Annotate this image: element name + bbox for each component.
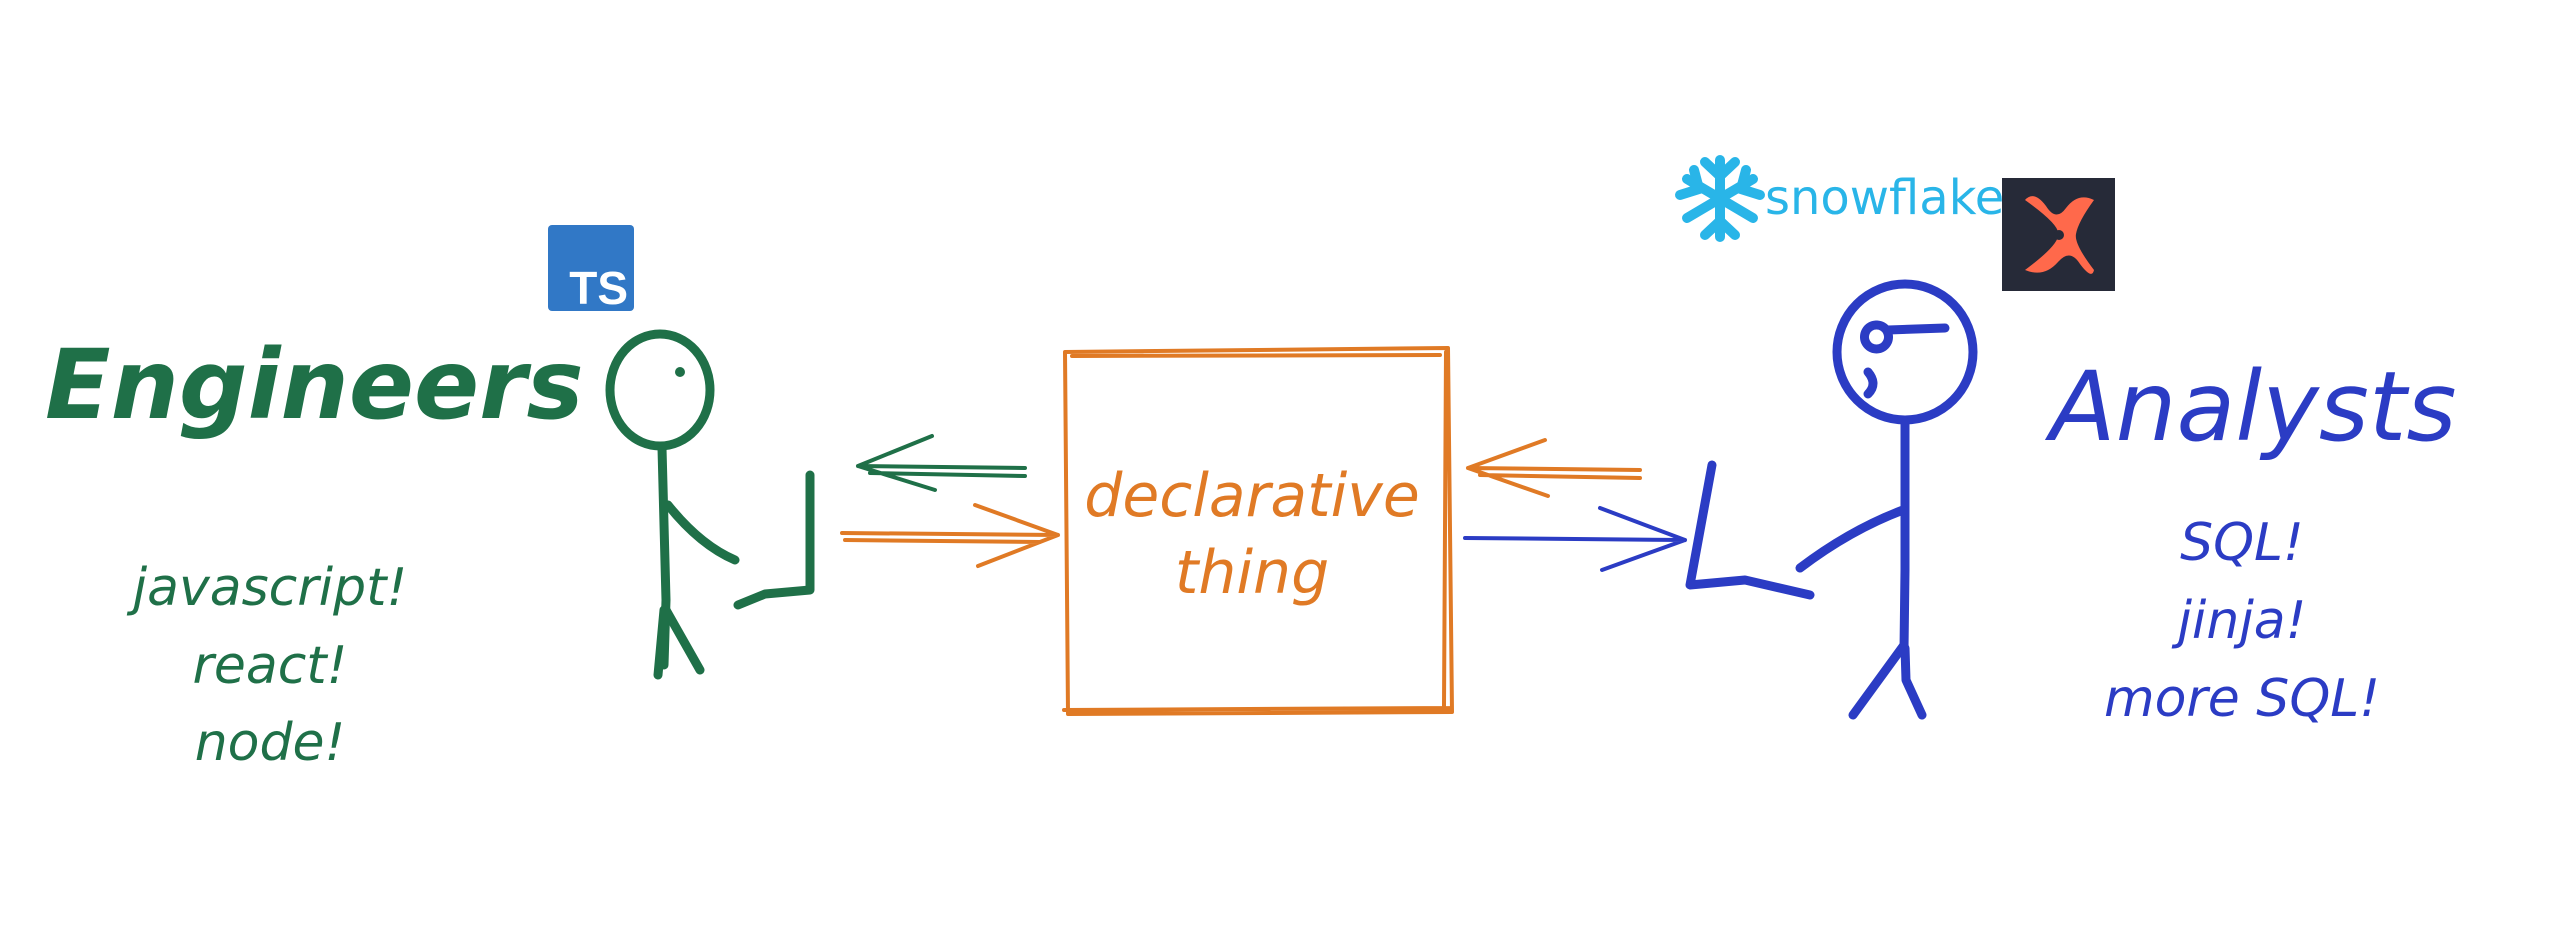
analyst-glasses [1860,320,1950,354]
engineer-head [605,329,715,451]
snowflake-wordmark: snowflake [1765,170,2004,226]
typescript-logo-text: TS [569,262,628,314]
snowflake-icon [1675,155,1765,242]
dbt-logo [2002,178,2115,291]
analysts-skill: jinja! [2171,591,2306,651]
analysts-skill: more SQL! [2104,669,2380,729]
arrow-to-engineer [856,434,1027,492]
engineer-legs [653,605,705,680]
analyst-legs [1848,640,1927,720]
analysts-skills: SQL! jinja! more SQL! [2104,513,2380,729]
analysts-title: Analysts [2044,351,2457,463]
analyst-arm [1795,505,1908,573]
engineer-arm [663,500,740,565]
analyst-mouth [1863,367,1878,399]
analyst-laptop [1685,460,1815,600]
analysts-skill: SQL! [2180,513,2304,573]
engineer-arrows [840,434,1060,568]
engineers-skill: javascript! [127,558,408,618]
engineers-skills: javascript! react! node! [127,558,408,773]
arrow-to-analyst [1463,506,1687,572]
declarative-thing-box [1062,346,1454,716]
box-label-line1: declarative [1084,461,1419,531]
snowflake-logo: snowflake [1675,155,2004,242]
analyst-head [1832,279,1978,425]
engineers-skill: react! [192,636,347,696]
box-label-line2: thing [1175,538,1329,608]
analyst-body [1899,417,1910,655]
engineer-laptop [733,470,815,610]
analyst-stick-figure [1685,279,1978,720]
typescript-logo: TS [548,225,634,314]
dbt-logo-dot [2054,230,2064,240]
box-outline [1062,346,1454,716]
engineer-eye [675,367,685,377]
engineer-stick-figure [605,329,815,680]
engineers-title: Engineers [45,329,584,441]
arrow-from-engineer [840,503,1060,568]
analyst-arrows [1463,438,1687,572]
typescript-logo-bg [548,225,634,311]
engineers-skill: node! [195,713,346,773]
arrow-to-box-from-analyst [1466,438,1642,498]
